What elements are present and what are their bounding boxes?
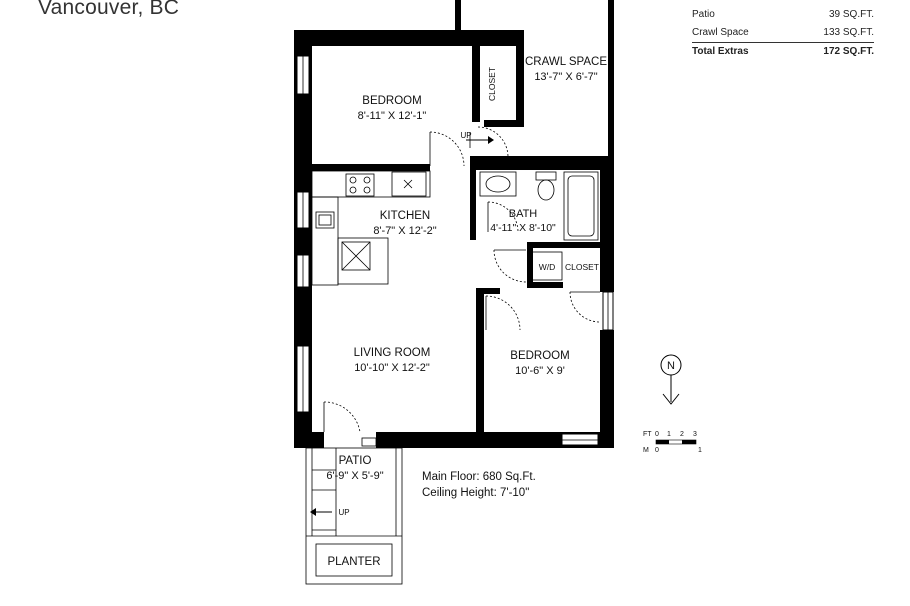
north-compass: N	[660, 354, 682, 405]
windows	[296, 55, 614, 446]
patio-name: PATIO	[339, 455, 372, 467]
bath-name: BATH	[509, 208, 538, 220]
bedroom2-name: BEDROOM	[510, 350, 569, 362]
door-swings	[323, 126, 601, 433]
scale-ft-tick: 1	[667, 431, 671, 438]
scale-m-label: M	[643, 447, 649, 454]
page-title: Vancouver, BC	[38, 0, 180, 19]
bedroom2-dims: 10'-6" X 9'	[515, 365, 565, 377]
scale-m-tick: 1	[698, 447, 702, 454]
bath-fixtures	[479, 171, 599, 281]
scale-ft-tick: 0	[655, 431, 659, 438]
bedroom1-name: BEDROOM	[362, 95, 421, 107]
extras-row-patio: Patio 39 SQ.FT.	[692, 6, 874, 24]
stairs-up-label-2: UP	[338, 508, 349, 517]
main-floor-area: Main Floor: 680 Sq.Ft.	[422, 471, 536, 483]
extras-label: Crawl Space	[692, 27, 749, 38]
extras-label: Patio	[692, 9, 715, 20]
extras-total-label: Total Extras	[692, 46, 749, 57]
crawl-space-walls	[455, 0, 614, 160]
scale-ft-label: FT	[643, 431, 652, 438]
crawl-space-dims: 13'-7" X 6'-7"	[534, 71, 597, 83]
extras-value: 39 SQ.FT.	[828, 9, 874, 20]
exterior-walls	[294, 30, 614, 448]
wd-label: W/D	[539, 262, 556, 272]
extras-row-crawl-space: Crawl Space 133 SQ.FT.	[692, 24, 874, 42]
living-room-name: LIVING ROOM	[354, 347, 431, 359]
bedroom1-dims: 8'-11" X 12'-1"	[358, 110, 427, 122]
kitchen-name: KITCHEN	[380, 210, 430, 222]
patio-area	[305, 437, 403, 585]
kitchen-fixtures	[311, 170, 431, 286]
closet2-name: CLOSET	[565, 262, 599, 272]
planter-name: PLANTER	[327, 556, 380, 568]
room-labels: BEDROOM 8'-11" X 12'-1" CLOSET CRAWL SPA…	[326, 56, 607, 568]
stairs-up-2	[310, 508, 332, 516]
extras-value: 133 SQ.FT.	[823, 27, 874, 38]
stairs-up-1	[466, 132, 494, 148]
extras-divider	[692, 42, 874, 43]
patio-dims: 6'-9" X 5'-9"	[326, 470, 383, 482]
interior-walls	[312, 46, 603, 432]
extras-total-value: 172 SQ.FT.	[823, 46, 874, 57]
scale-ft-tick: 2	[680, 431, 684, 438]
kitchen-dims: 8'-7" X 12'-2"	[373, 225, 436, 237]
extras-table: Patio 39 SQ.FT. Crawl Space 133 SQ.FT. T…	[692, 6, 874, 61]
scale-m-tick: 0	[655, 447, 659, 454]
stairs-up-label-1: UP	[460, 131, 471, 140]
floor-info: Main Floor: 680 Sq.Ft. Ceiling Height: 7…	[422, 469, 536, 501]
closet1-name: CLOSET	[487, 67, 497, 101]
living-room-dims: 10'-10" X 12'-2"	[354, 362, 430, 374]
bath-dims: 4'-11" X 8'-10"	[490, 222, 556, 234]
extras-row-total: Total Extras 172 SQ.FT.	[692, 43, 874, 61]
crawl-space-name: CRAWL SPACE	[525, 56, 607, 68]
scale-bar: FT 0 1 2 3 M 0 1	[643, 431, 702, 454]
compass-letter: N	[667, 360, 675, 372]
ceiling-height: Ceiling Height: 7'-10"	[422, 487, 530, 499]
scale-ft-tick: 3	[693, 431, 697, 438]
